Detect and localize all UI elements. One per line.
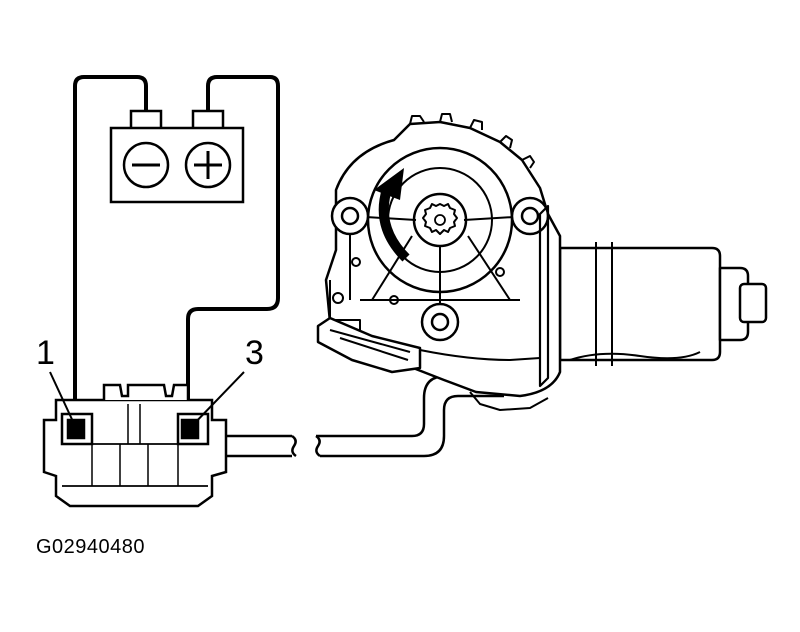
positive-lead-wire [186,75,280,425]
test-leads [73,75,280,425]
motor-bracket [538,204,550,388]
connector-lock-tab [102,383,190,400]
motor-shaft-boss [738,282,768,324]
battery-positive-post [191,109,225,131]
terminal-1-label: 1 [36,334,55,372]
pin-1-pointer [49,371,77,429]
rotation-direction-arrow [374,168,410,262]
wiper-motor-connector [42,383,228,508]
harness-boot [316,316,422,374]
motor-can [558,246,722,362]
wiper-motor [316,113,768,411]
terminal-3-label: 3 [245,334,264,372]
output-shaft-spline [422,203,458,235]
battery [109,109,245,204]
figure-id-code: G02940480 [36,536,146,558]
label-pointers [49,371,245,429]
negative-lead-wire [73,75,148,425]
battery-negative-post [129,109,163,131]
mounting-bosses [330,196,550,342]
pin-3-pointer [189,371,245,429]
terminal-1-probe [66,418,86,440]
